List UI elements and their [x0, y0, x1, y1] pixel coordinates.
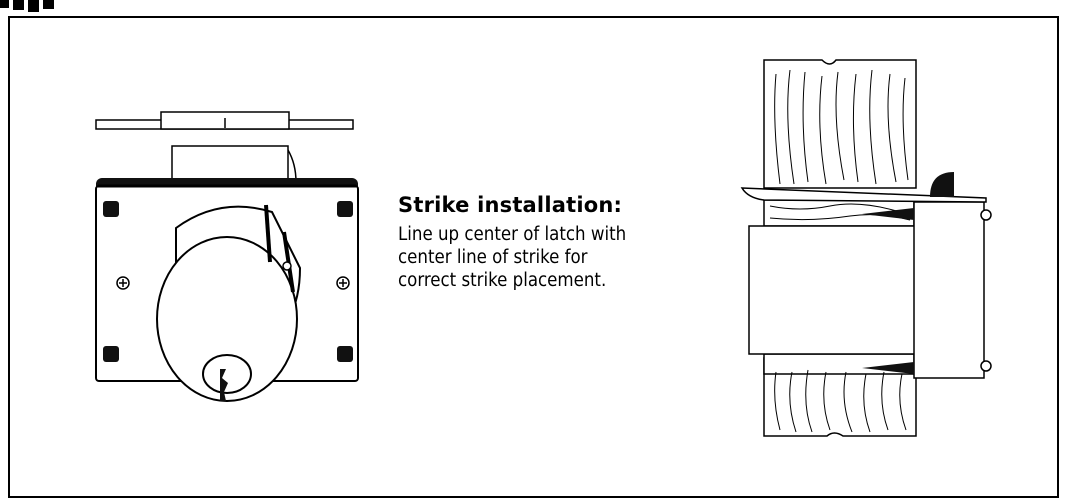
wood-upper: [763, 59, 917, 189]
screw-top: [862, 208, 914, 220]
diagram-frame: [8, 16, 1059, 498]
strike-installation-caption: Strike installation: Line up center of l…: [398, 193, 698, 292]
strike-body-side: [913, 201, 985, 379]
caption-heading: Strike installation:: [398, 193, 623, 217]
wood-lower: [763, 357, 917, 437]
screw-bottom: [862, 362, 914, 374]
lock-housing-side: [748, 225, 930, 355]
cropped-title-mark: [0, 0, 54, 12]
latch-dome: [930, 172, 954, 197]
caption-body: Line up center of latch with center line…: [398, 224, 627, 291]
keyway-icon: [220, 369, 228, 401]
lock-cylinder: [156, 205, 302, 402]
